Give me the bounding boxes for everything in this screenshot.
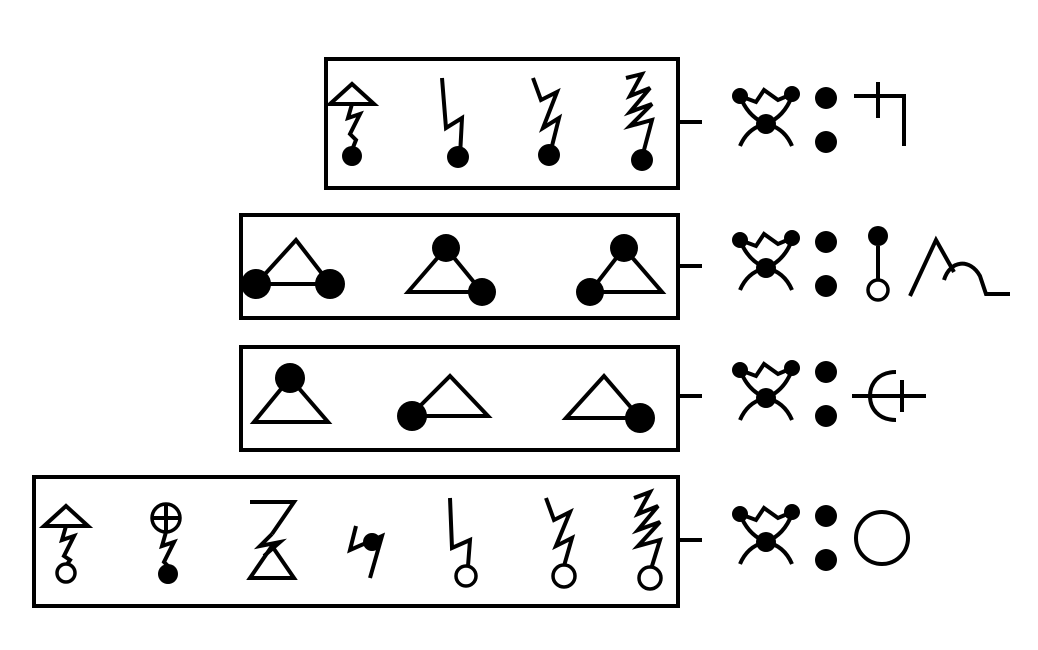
operator-glyph — [732, 86, 800, 147]
operator-glyph — [732, 360, 800, 421]
row-4-box — [32, 475, 680, 608]
circle-cross-glyph — [852, 370, 926, 422]
triangle-left-dot-glyph — [397, 373, 493, 431]
colon-dots — [815, 87, 837, 153]
zigzag-three-hollow-glyph — [631, 488, 663, 591]
operator-glyph — [732, 504, 800, 565]
row-1-box — [324, 57, 680, 190]
arrow-zigzag-hollow-glyph — [38, 503, 94, 584]
crossed-circle-zigzag-dot-glyph — [150, 502, 182, 584]
zigzag-two-dot-glyph — [531, 77, 563, 166]
row-1 — [324, 57, 906, 190]
triangle-right-dot-glyph — [561, 372, 655, 433]
zigzag-one-hollow-glyph — [448, 497, 478, 588]
colon-dots — [815, 505, 837, 571]
zigzag-three-dot-glyph — [623, 70, 655, 171]
bent-stroke-dot-glyph — [347, 525, 386, 579]
colon-dots — [815, 231, 837, 297]
row-3 — [239, 345, 926, 452]
open-circle-glyph — [854, 510, 910, 566]
arrow-zigzag-dot-glyph — [324, 81, 380, 166]
row-3-box — [239, 345, 680, 452]
triangle-two-dots-glyph — [241, 236, 345, 299]
colon-dots — [815, 361, 837, 427]
row-2-box — [239, 213, 680, 320]
row-2 — [239, 213, 1010, 320]
stick-and-wave-glyph — [866, 226, 1010, 302]
triangle-top-right-dots-glyph — [403, 234, 496, 306]
triangle-top-left-dots-glyph — [576, 234, 667, 306]
zigzag-one-dot-glyph — [440, 77, 469, 168]
operator-glyph — [732, 230, 800, 291]
corner-mark-glyph — [854, 82, 906, 146]
row-4 — [32, 475, 910, 608]
triangle-top-dot-glyph — [249, 363, 333, 424]
hourglass-glyph — [246, 500, 298, 580]
zigzag-two-hollow-glyph — [544, 497, 577, 589]
